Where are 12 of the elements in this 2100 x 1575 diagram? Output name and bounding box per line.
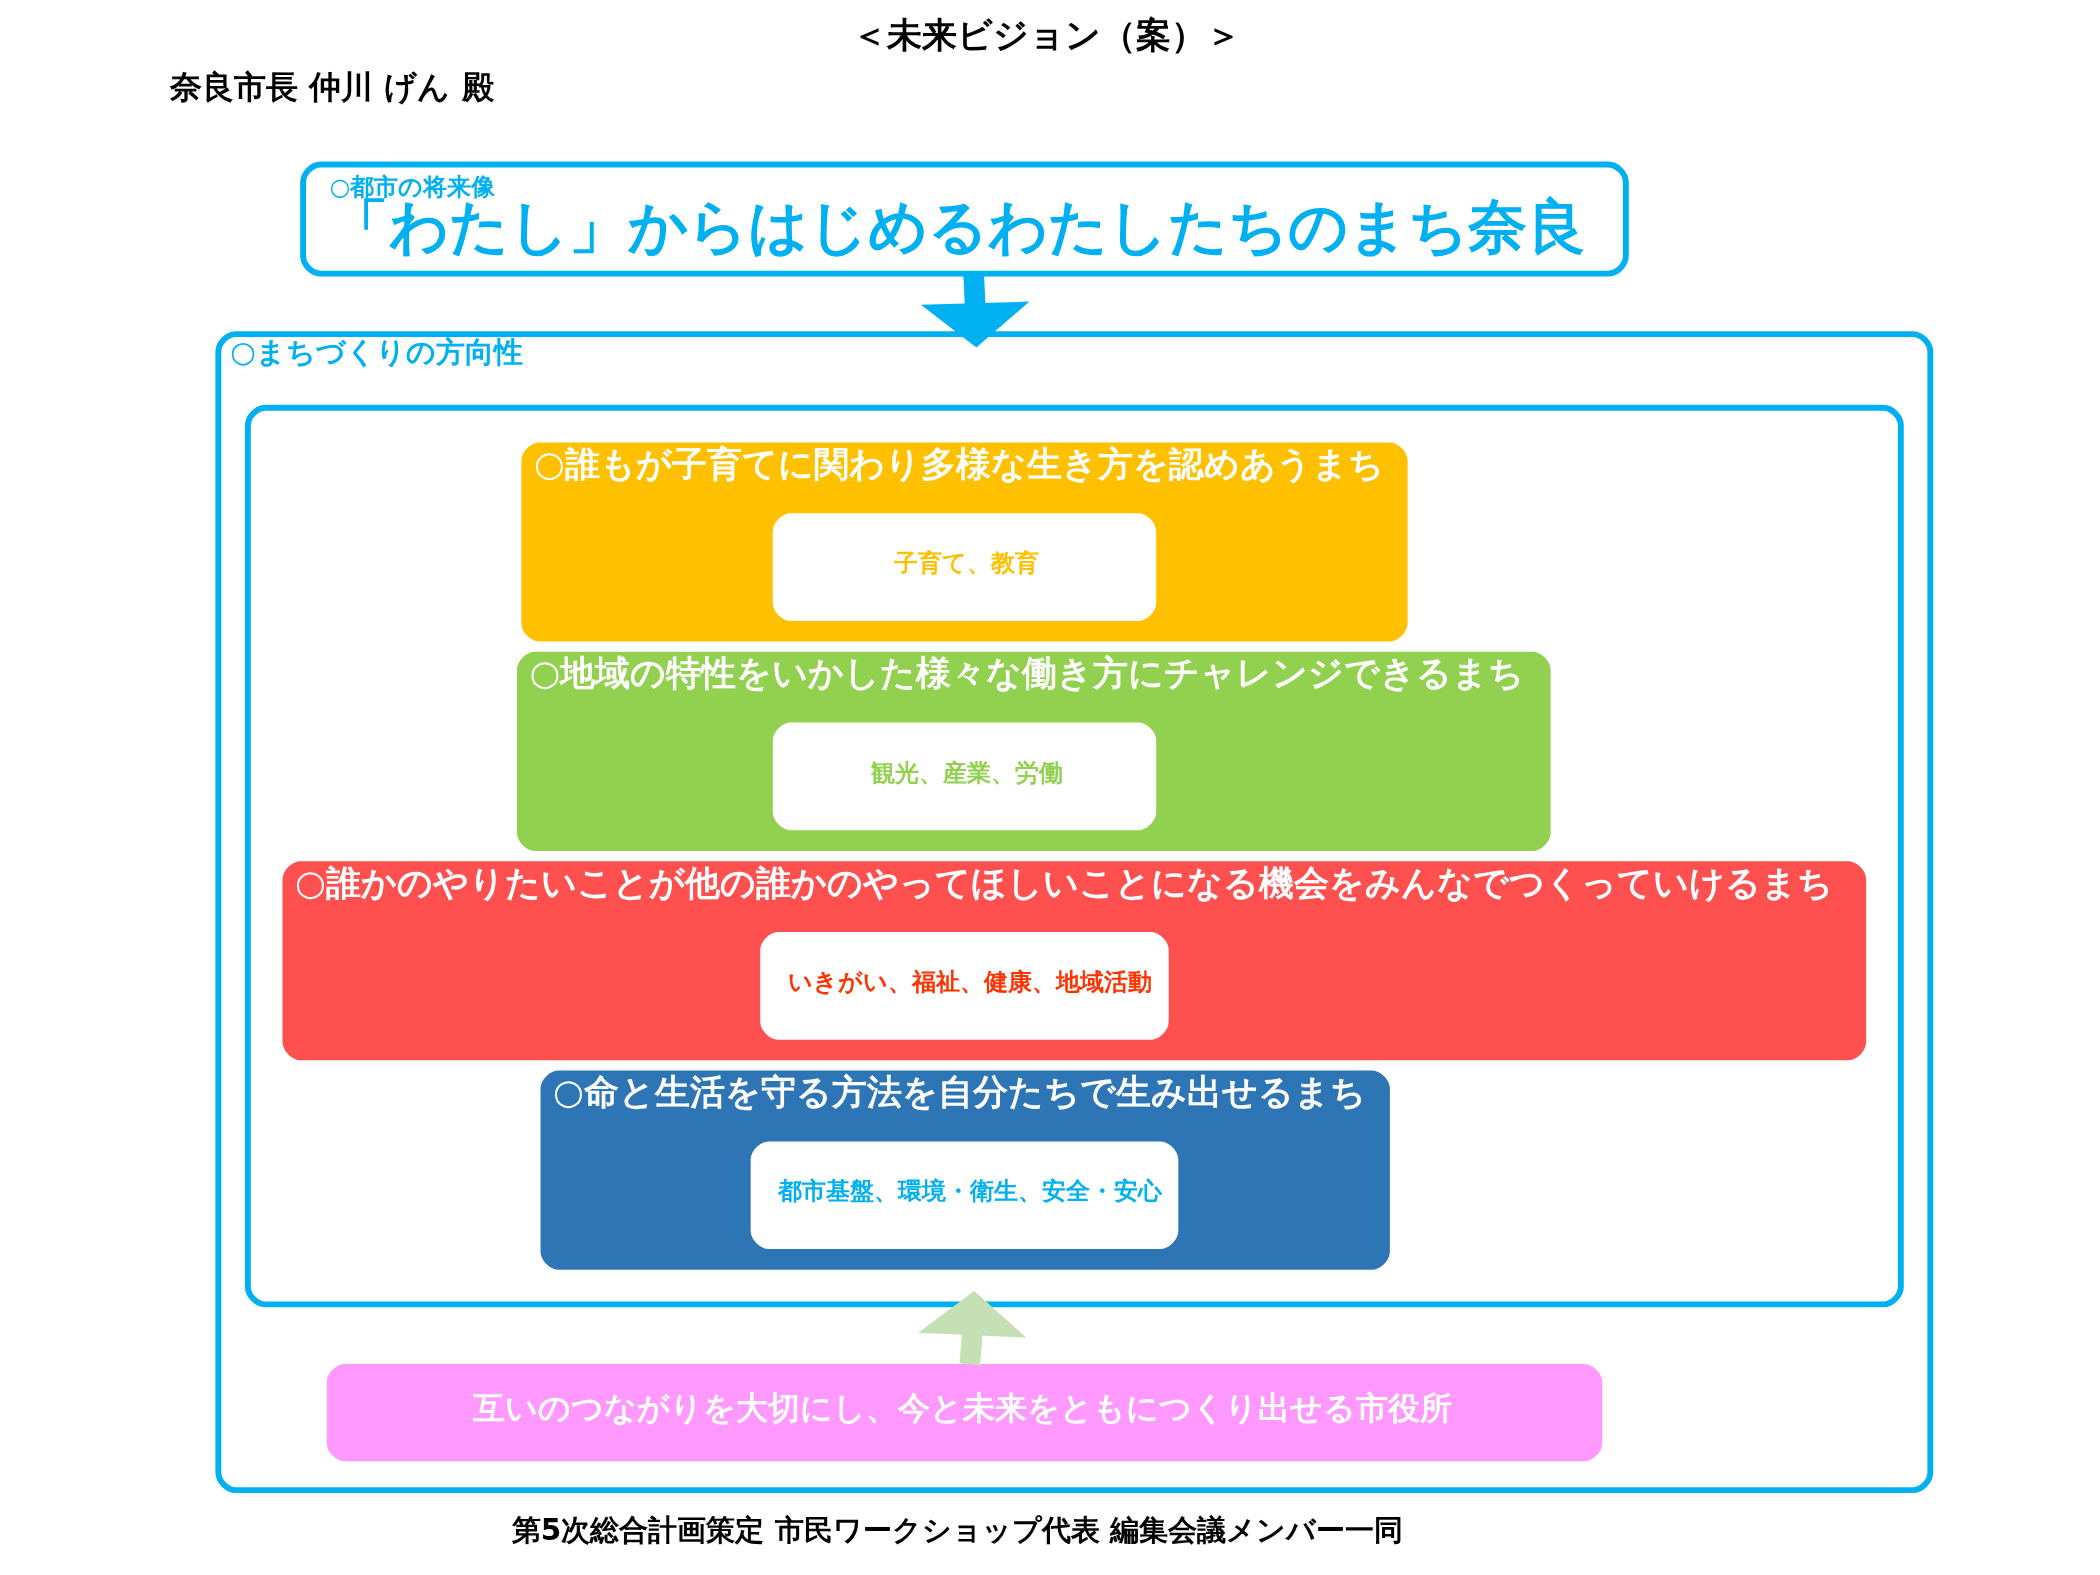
label: 奈良市長 仲川 げん 殿 bbox=[169, 67, 494, 106]
node-box: 互いのつながりを大切にし、今と未来をともにつくり出せる市役所 bbox=[326, 1364, 1603, 1462]
diagram-title: ＜未来ビジョン（案）＞ bbox=[852, 13, 1242, 55]
cluster bbox=[244, 404, 1904, 1308]
node-box: 観光、産業、労働 bbox=[772, 722, 1157, 831]
arrow bbox=[918, 1291, 1027, 1366]
arrow bbox=[920, 273, 1030, 348]
node-box: ○都市の将来像 「わたし」からはじめるわたしたちのまち奈良 bbox=[300, 161, 1629, 277]
label: 第5次総合計画策定 市民ワークショップ代表 編集会議メンバー一同 bbox=[511, 1513, 1403, 1548]
node-box: 都市基盤、環境・衛生、安全・安心 bbox=[750, 1141, 1179, 1250]
node-box: 子育て、教育 bbox=[772, 513, 1157, 621]
node-box: いきがい、福祉、健康、地域活動 bbox=[760, 932, 1169, 1040]
